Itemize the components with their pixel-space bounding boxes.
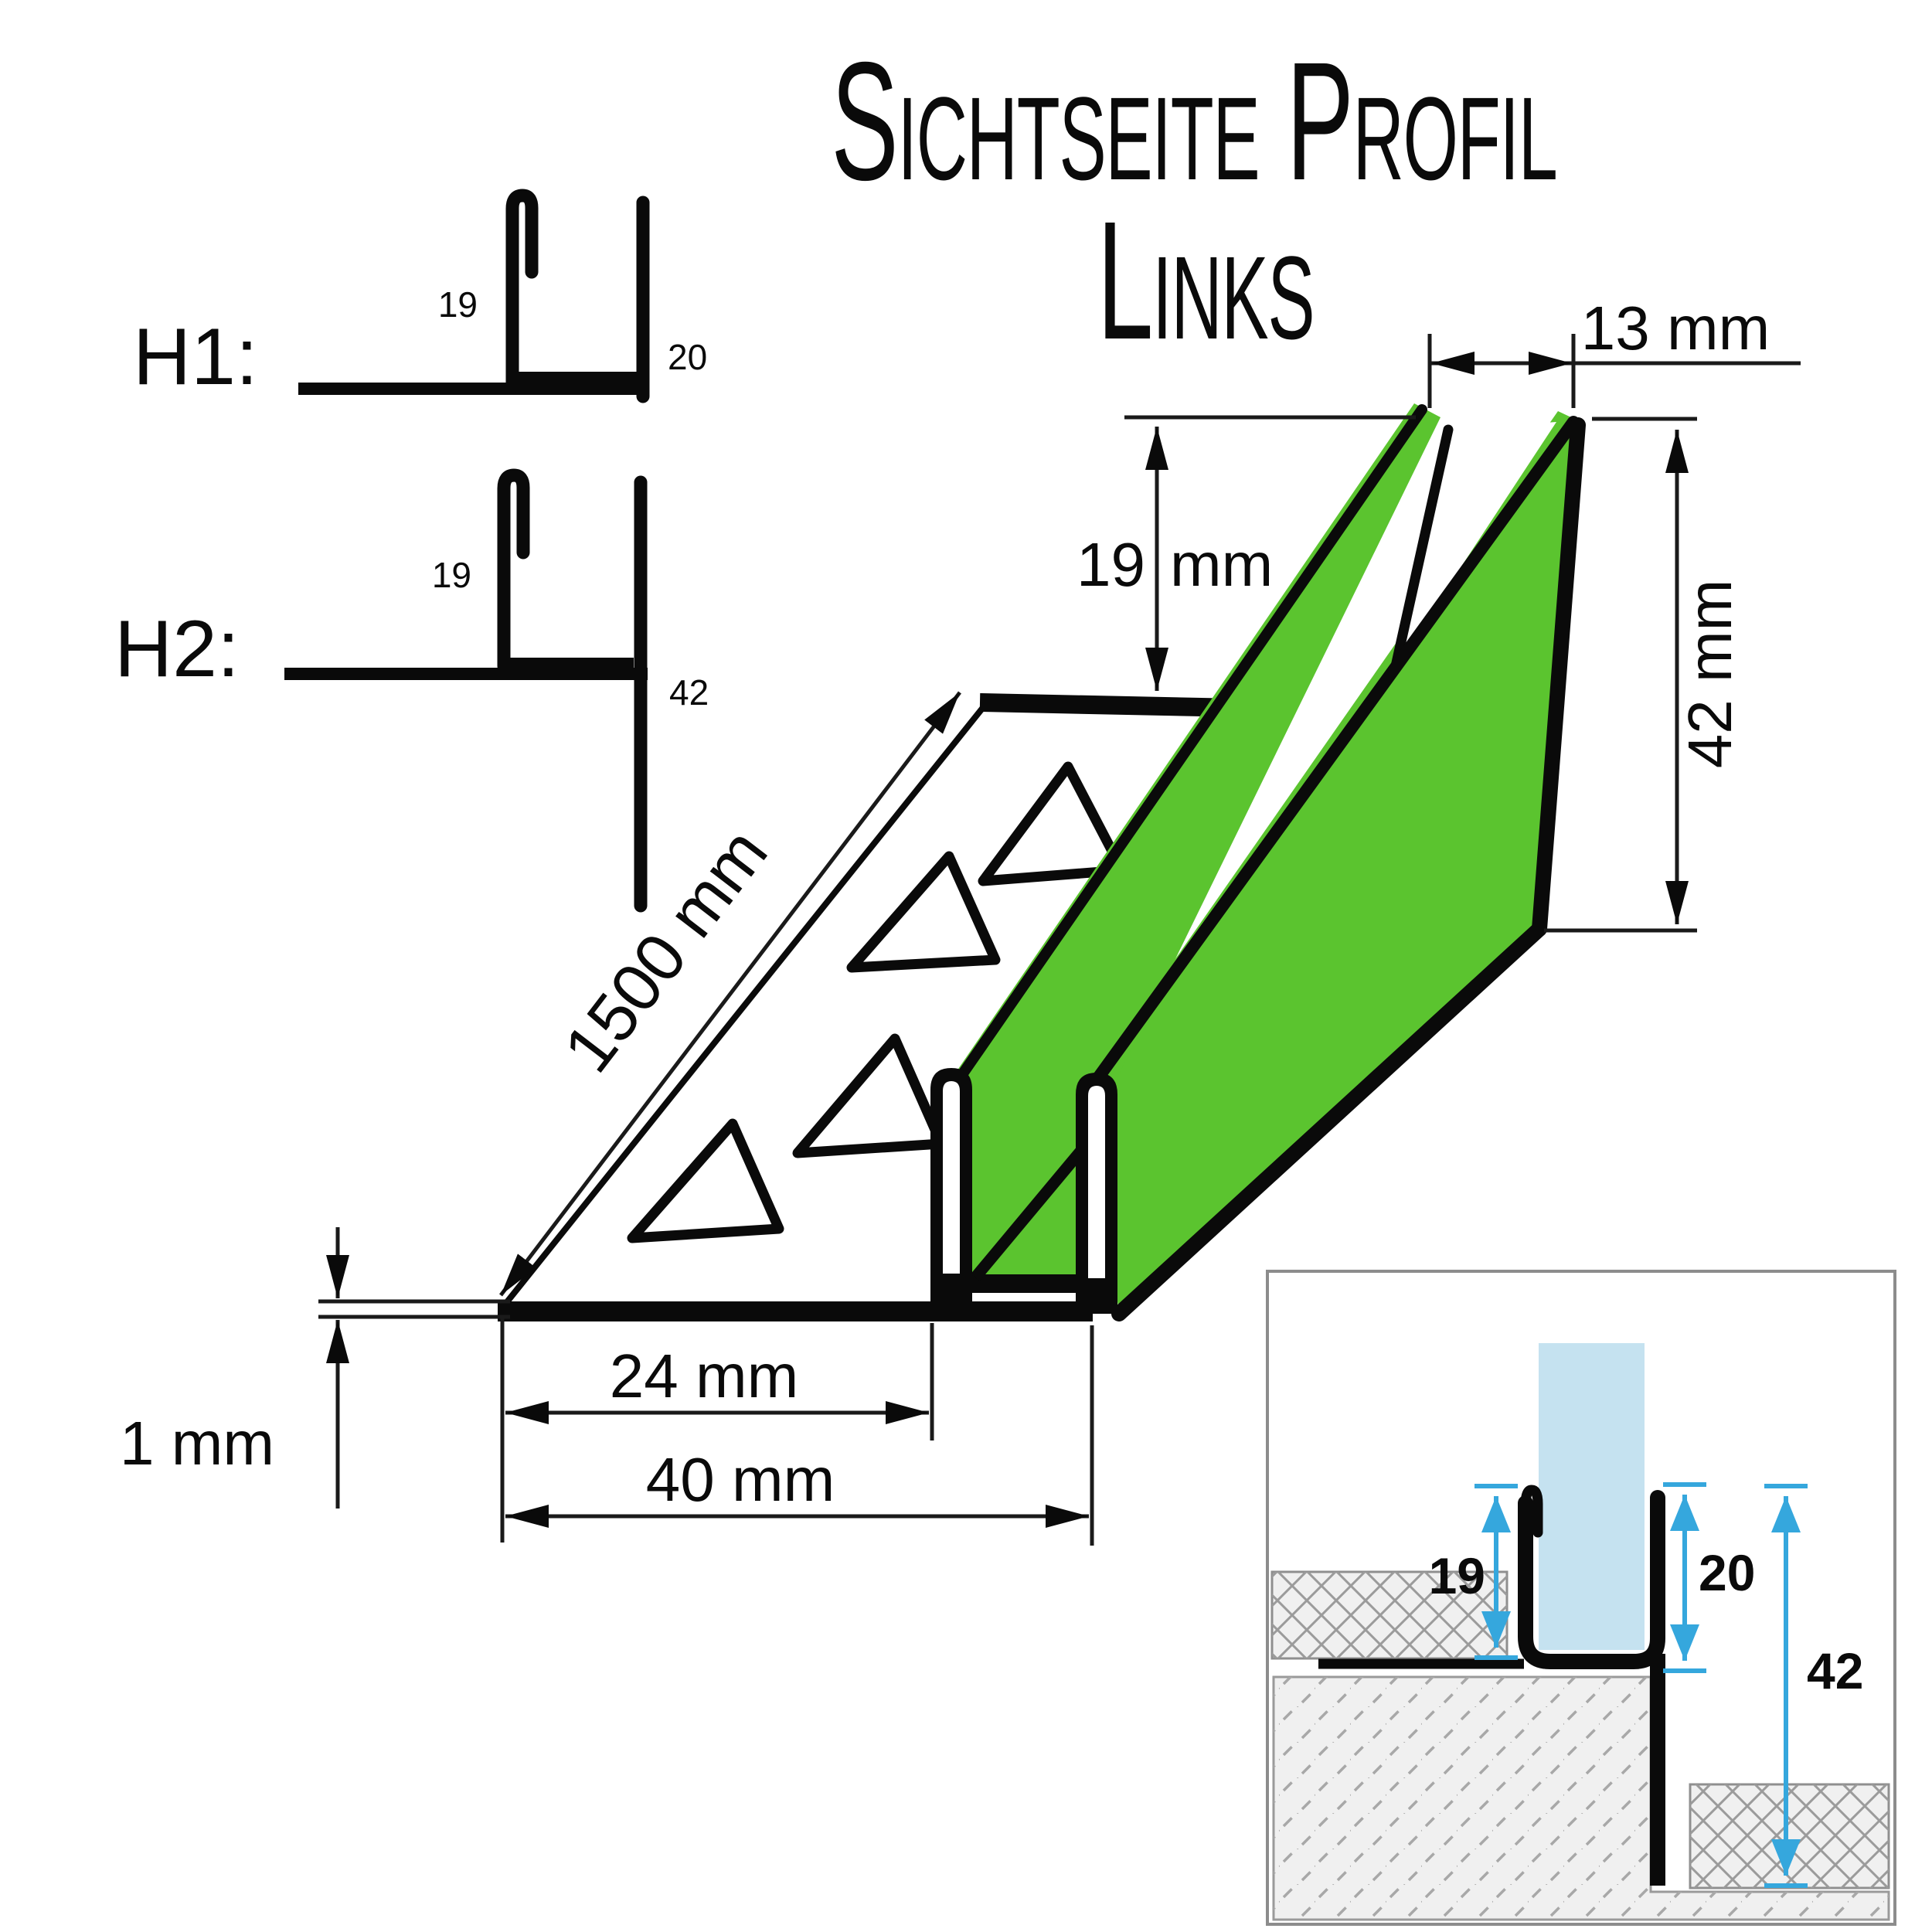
installation-inset: 19 20 42 bbox=[1266, 1270, 1896, 1926]
left-wall-top-edge bbox=[956, 404, 1427, 1081]
inset-dimension-labels: 19 20 42 bbox=[1429, 1544, 1864, 1699]
plate-back-edge bbox=[979, 693, 1240, 717]
inset-dimension-lines bbox=[1475, 1482, 1808, 1888]
inset-screed-hatch bbox=[1274, 1677, 1889, 1920]
dim-ticks bbox=[1475, 1484, 1518, 1660]
wall-height-num: 19 bbox=[1077, 530, 1145, 599]
channel-bottom-front bbox=[966, 1274, 1085, 1293]
inset-dim-19: 19 bbox=[1429, 1547, 1485, 1604]
right-wall-top-edge bbox=[1091, 416, 1580, 1085]
dim-ticks bbox=[1663, 1482, 1706, 1673]
inset-left-tile-hatch bbox=[1272, 1572, 1507, 1658]
wall-height-unit: mm bbox=[1170, 530, 1273, 599]
right-wall-bottom-edge bbox=[1111, 921, 1547, 1321]
h1-label: H1: bbox=[133, 312, 258, 402]
title-line2: Links bbox=[1097, 187, 1315, 376]
h1-left-wall-with-hook bbox=[505, 189, 539, 393]
title-line1: Sichtseite Profil bbox=[831, 28, 1556, 216]
front-right-wall-slit bbox=[1088, 1086, 1105, 1278]
left-wall-green bbox=[957, 403, 1440, 1293]
right-wall-back-edge bbox=[1532, 417, 1586, 937]
dimension-wall-height: 19 mm bbox=[1077, 415, 1416, 691]
inset-right-tile-hatch bbox=[1690, 1784, 1889, 1888]
leg-height-label: 42 mm bbox=[1675, 580, 1744, 769]
length-dim-line bbox=[499, 691, 961, 1297]
right-wall-green bbox=[1093, 411, 1584, 1315]
inner-width-label: 24 mm bbox=[610, 1342, 799, 1410]
main-3d-drawing: 1500 mm 13 mm 19 mm 42 mm bbox=[120, 294, 1801, 1546]
inset-profile-u-channel bbox=[1518, 1490, 1665, 1669]
front-left-wall-slit bbox=[943, 1081, 960, 1274]
dimension-outer-width: 40 mm bbox=[505, 1325, 1094, 1546]
h1-dim-right: 20 bbox=[668, 337, 707, 377]
inset-profile-hook bbox=[1520, 1485, 1543, 1538]
inset-dim-20: 20 bbox=[1699, 1544, 1755, 1601]
h2-left-wall-with-hook bbox=[497, 468, 530, 673]
dimension-inner-width: 24 mm bbox=[500, 1318, 934, 1543]
dimension-leg-height: 42 mm bbox=[1544, 417, 1744, 933]
inset-dim-42: 42 bbox=[1807, 1642, 1863, 1699]
profile-h2-diagram: H2: 19 42 bbox=[114, 468, 709, 913]
h2-dim-right: 42 bbox=[669, 672, 709, 713]
h2-dim-left: 19 bbox=[432, 555, 471, 595]
outer-width-label: 40 mm bbox=[646, 1445, 835, 1514]
triangle-hole bbox=[978, 761, 1128, 886]
dimension-plate-thickness: 1 mm bbox=[120, 1227, 510, 1509]
dim-ticks bbox=[1764, 1484, 1808, 1888]
profile-h1-diagram: H1: 19 20 bbox=[133, 189, 707, 403]
h2-label: H2: bbox=[114, 604, 240, 694]
slot-dim-label: 13 mm bbox=[1581, 294, 1770, 362]
slot-left-edge bbox=[1390, 424, 1454, 672]
channel-inner-corner-edge bbox=[971, 1148, 1085, 1281]
inset-profile bbox=[1318, 1485, 1665, 1886]
page-title: Sichtseite Profil Links bbox=[831, 28, 1557, 376]
inset-glass-pane bbox=[1539, 1343, 1645, 1650]
thickness-label: 1 mm bbox=[120, 1409, 274, 1478]
dimension-slot-width: 13 mm bbox=[1427, 294, 1801, 408]
h1-dim-left: 19 bbox=[438, 284, 478, 325]
